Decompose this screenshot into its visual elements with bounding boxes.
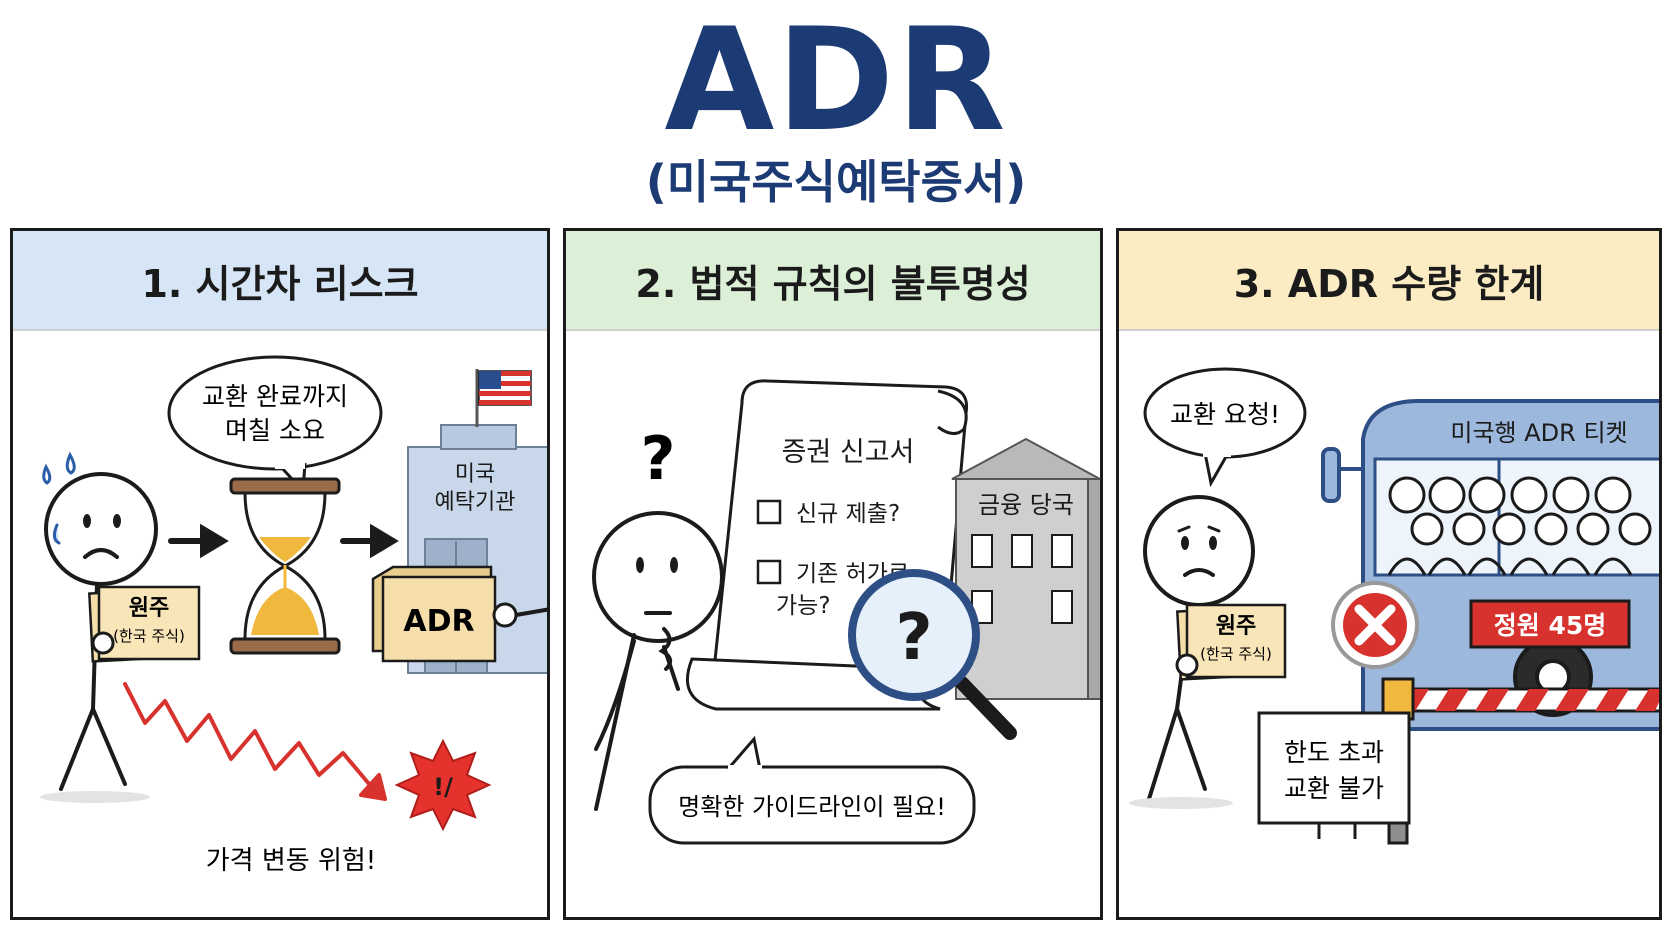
building-label-1: 미국 xyxy=(455,462,495,487)
share-sublabel: (한국 주식) xyxy=(1200,645,1272,663)
share-documents: 원주 (한국 주식) xyxy=(87,585,201,663)
share-sublabel: (한국 주식) xyxy=(113,627,185,645)
bus-passengers xyxy=(1387,476,1652,576)
panel-adr-quantity-limit: 3. ADR 수량 한계 교환 요청! 원주 (한국 주식) xyxy=(1116,228,1662,920)
bus-icon: 미국행 ADR 티켓 xyxy=(1321,399,1659,731)
main-title: ADR xyxy=(664,0,1008,163)
thinking-stick-figure xyxy=(592,511,724,811)
adr-box: ADR xyxy=(371,565,547,663)
sad-stick-figure xyxy=(1129,495,1255,809)
panel-3-heading: 3. ADR 수량 한계 xyxy=(1119,231,1659,331)
checkbox-icon xyxy=(756,499,782,525)
us-flag-icon xyxy=(475,369,532,427)
capacity-text: 정원 45명 xyxy=(1494,611,1607,640)
bus-title: 미국행 ADR 티켓 xyxy=(1450,419,1627,447)
bubble-line-2: 며칠 소요 xyxy=(225,416,325,445)
sweat-drops-icon xyxy=(42,451,76,485)
magnifier-icon: ? xyxy=(848,569,1017,740)
magnifier-question-mark: ? xyxy=(895,601,932,675)
main-subtitle: (미국주식예탁증서) xyxy=(645,155,1027,209)
authority-label: 금융 당국 xyxy=(978,491,1074,519)
guideline-bubble-text: 명확한 가이드라인이 필요! xyxy=(678,793,946,821)
check-item-new-filing: 신규 제출? xyxy=(796,501,900,527)
panel-3-illustration: 교환 요청! 원주 (한국 주식) 미국행 ADR 티켓 xyxy=(1129,367,1659,845)
limit-exceeded-sign: 한도 초과 교환 불가 xyxy=(1257,711,1411,839)
burst-label: !/ xyxy=(433,773,453,801)
share-documents: 원주 (한국 주식) xyxy=(1175,603,1287,681)
barrier-icon xyxy=(1381,677,1659,845)
government-building-icon: 금융 당국 xyxy=(951,437,1100,700)
building-label-2: 예탁기관 xyxy=(435,490,516,515)
question-mark-icon: ? xyxy=(641,424,676,494)
panel-legal-uncertainty: 2. 법적 규칙의 불투명성 ? 증권 신고서 신규 제출? 기존 허가로 가능… xyxy=(563,228,1103,920)
burst-icon: !/ xyxy=(394,738,492,832)
bubble-line-1: 교환 완료까지 xyxy=(202,382,348,411)
scroll-title: 증권 신고서 xyxy=(782,437,915,468)
panel-1-heading: 1. 시간차 리스크 xyxy=(13,231,547,331)
hourglass-icon xyxy=(229,477,341,655)
capacity-badge: 정원 45명 xyxy=(1469,599,1631,649)
share-label: 원주 xyxy=(129,596,169,621)
adr-box-label: ADR xyxy=(403,604,474,639)
sign-line-2: 교환 불가 xyxy=(1284,774,1384,803)
speech-bubble-exchange-request: 교환 요청! xyxy=(1143,367,1307,488)
speech-bubble-guideline: 명확한 가이드라인이 필요! xyxy=(648,735,976,845)
panel-1-illustration: 교환 완료까지 며칠 소요 원주 (한국 주식) xyxy=(40,355,547,876)
panel-2-heading: 2. 법적 규칙의 불투명성 xyxy=(566,231,1100,331)
share-label: 원주 xyxy=(1216,614,1256,639)
arrow-right-icon xyxy=(168,523,229,559)
check-item-existing-permit-2: 가능? xyxy=(776,593,831,619)
panel-2-illustration: ? 증권 신고서 신규 제출? 기존 허가로 가능? xyxy=(592,379,1100,845)
sign-line-1: 한도 초과 xyxy=(1284,738,1384,767)
panel-time-gap-risk: 1. 시간차 리스크 교환 완료까지 며칠 소요 xyxy=(10,228,550,920)
arrow-right-icon xyxy=(340,523,399,559)
price-risk-caption: 가격 변동 위험! xyxy=(206,846,376,876)
down-trend-arrow-icon xyxy=(123,682,387,801)
exchange-request-text: 교환 요청! xyxy=(1170,400,1280,429)
checkbox-icon xyxy=(756,559,782,585)
no-entry-icon xyxy=(1331,581,1419,669)
speech-bubble-exchange-time: 교환 완료까지 며칠 소요 xyxy=(167,355,383,495)
